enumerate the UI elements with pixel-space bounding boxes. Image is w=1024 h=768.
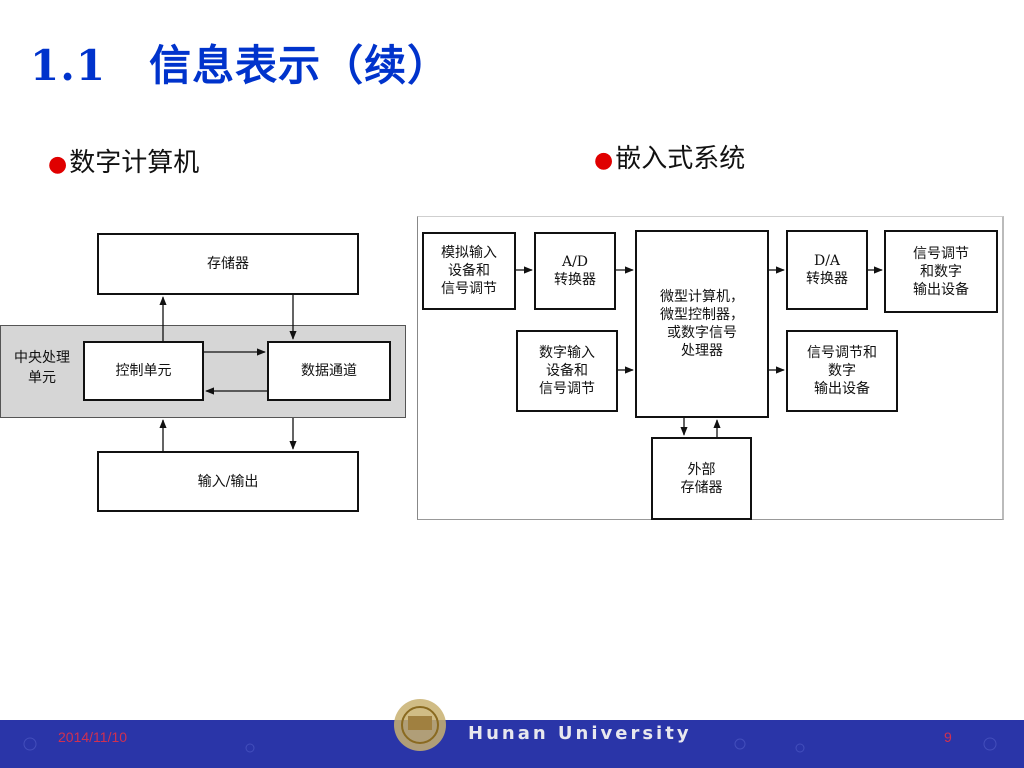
cpu-label: 中央处理 单元 xyxy=(14,350,70,386)
university-seal-icon xyxy=(394,699,446,751)
bullet-digital-computer: ●数字计算机 xyxy=(48,142,199,179)
digital-output-box: 信号调节和 数字 输出设备 xyxy=(786,330,898,412)
datapath-box: 数据通道 xyxy=(267,341,391,401)
control-unit-box: 控制单元 xyxy=(83,341,204,401)
external-memory-box: 外部 存储器 xyxy=(651,437,752,520)
footer-bar xyxy=(0,720,1024,768)
processor-box: 微型计算机， 微型控制器， 或数字信号 处理器 xyxy=(635,230,769,418)
memory-box: 存储器 xyxy=(97,233,359,295)
red-dot-icon: ● xyxy=(594,148,614,173)
digital-input-box: 数字输入 设备和 信号调节 xyxy=(516,330,618,412)
red-dot-icon: ● xyxy=(48,152,68,177)
page-title: 1.1 信息表示（续） xyxy=(30,41,451,90)
analog-input-box: 模拟输入 设备和 信号调节 xyxy=(422,232,516,310)
page-number: 9 xyxy=(944,729,952,745)
bullet-embedded-system: ●嵌入式系统 xyxy=(594,138,745,175)
analog-output-box: 信号调节 和数字 输出设备 xyxy=(884,230,998,313)
io-box: 输入/输出 xyxy=(97,451,359,512)
bullet-label: 嵌入式系统 xyxy=(615,144,746,174)
footer-university: Hunan University xyxy=(468,723,692,744)
da-converter-box: D/A 转换器 xyxy=(786,230,868,310)
bullet-label: 数字计算机 xyxy=(69,148,200,178)
footer-date: 2014/11/10 xyxy=(58,729,128,745)
ad-converter-box: A/D 转换器 xyxy=(534,232,616,310)
